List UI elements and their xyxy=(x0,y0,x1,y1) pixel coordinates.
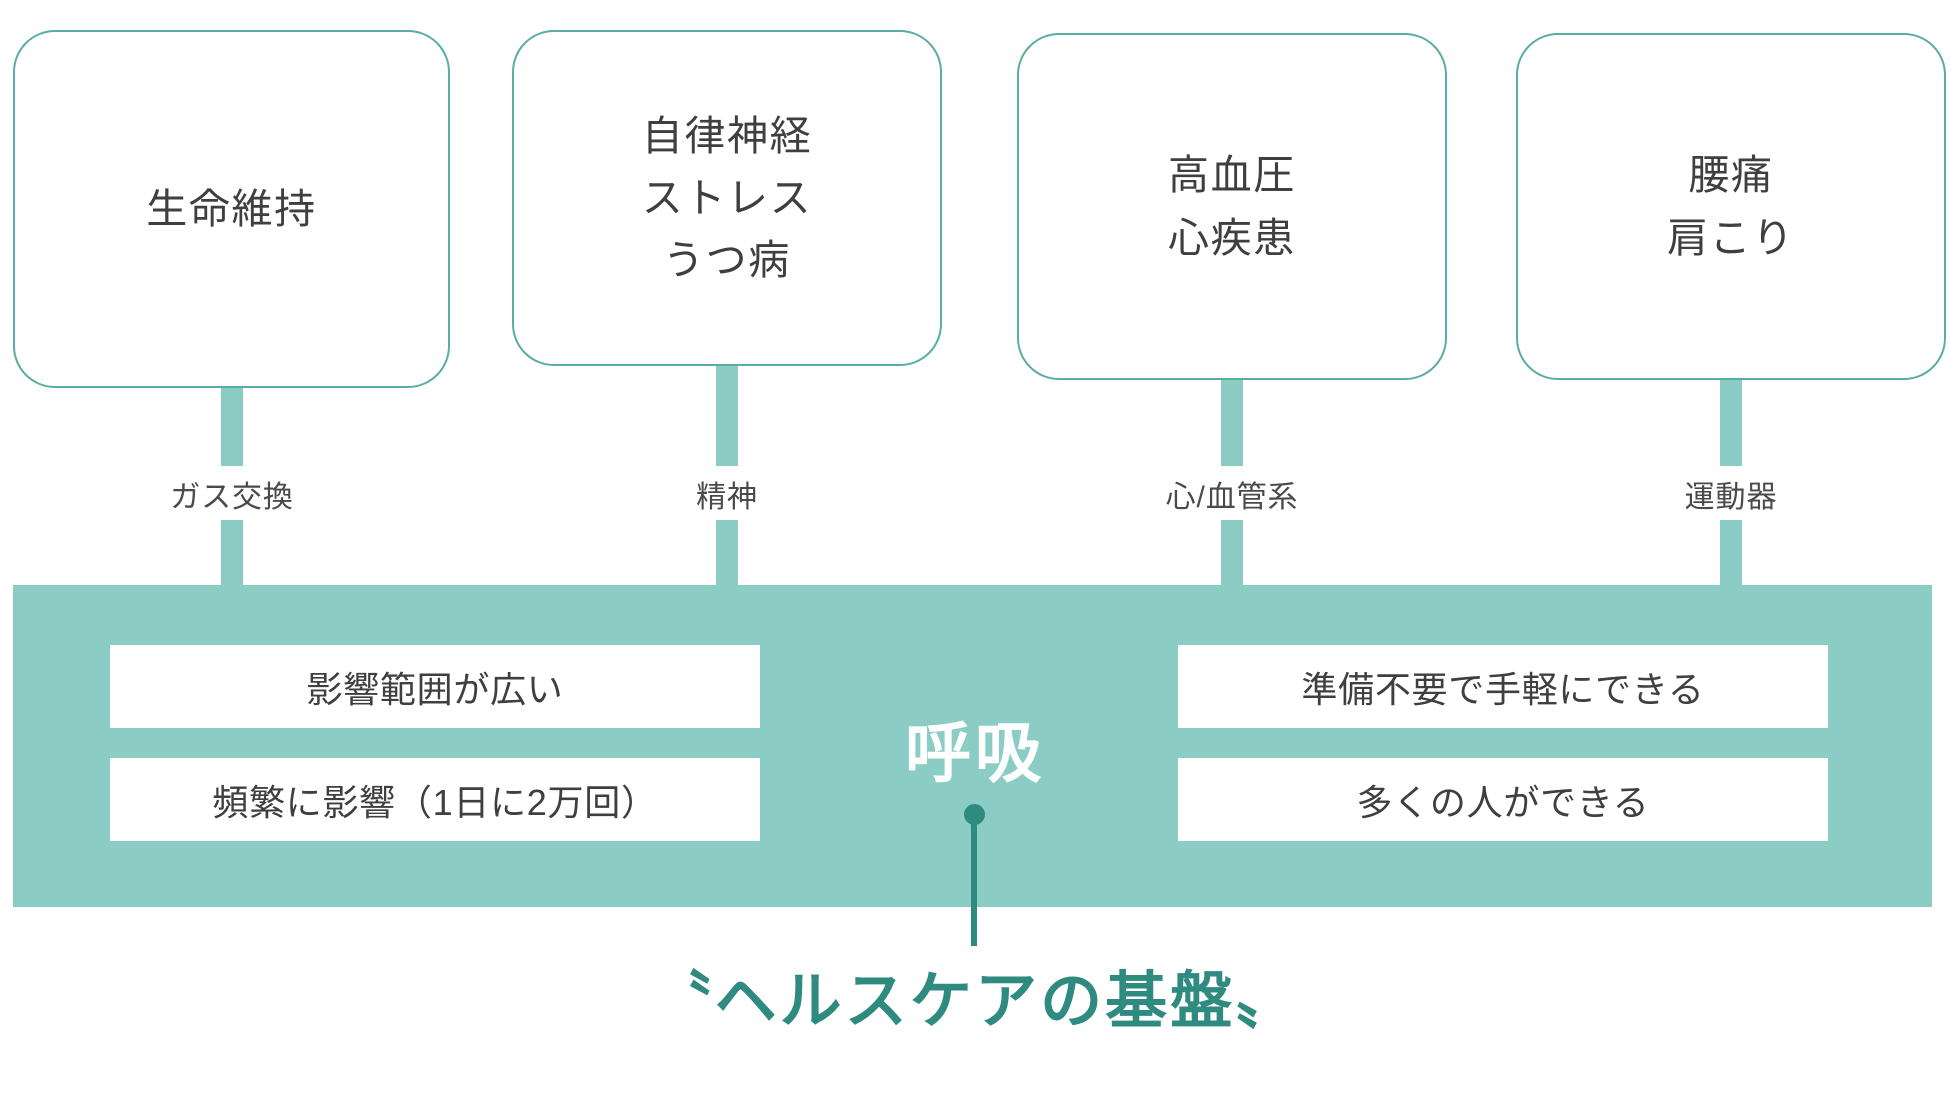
center-headline-breathing: 呼吸 xyxy=(905,716,1045,790)
top-box-line: 心疾患 xyxy=(1168,214,1296,261)
stem-label-locomotor: 運動器 xyxy=(1670,468,1792,520)
top-box-line: 肩こり xyxy=(1667,214,1795,261)
stem-label-cardiovascular: 心/血管系 xyxy=(1151,468,1313,520)
band-chip-label: 多くの人ができる xyxy=(1356,781,1650,823)
band-chip-right-1[interactable]: 準備不要で手軽にできる xyxy=(1178,645,1828,728)
stem-lower-autonomic-mental xyxy=(716,512,738,590)
top-box-life-support[interactable]: 生命維持 xyxy=(13,30,450,388)
bottom-caption-healthcare-foundation: 〝ヘルスケアの基盤〟 xyxy=(649,967,1301,1036)
top-box-line: 高血圧 xyxy=(1168,152,1296,199)
stem-upper-autonomic-mental xyxy=(716,364,738,466)
stem-label-mental: 精神 xyxy=(682,468,772,520)
top-box-line: 自律神経 xyxy=(641,112,813,159)
band-chip-left-2[interactable]: 頻繁に影響（1日に2万回） xyxy=(110,758,760,841)
top-box-autonomic-mental[interactable]: 自律神経 ストレス うつ病 xyxy=(512,30,942,366)
band-chip-label: 影響範囲が広い xyxy=(306,668,564,710)
stem-upper-life-support xyxy=(221,386,243,466)
pointer-dot xyxy=(964,804,985,825)
top-box-line: 生命維持 xyxy=(146,185,317,232)
pointer-line xyxy=(971,814,977,946)
stem-upper-cardiovascular xyxy=(1221,378,1243,466)
top-box-line: 腰痛 xyxy=(1688,152,1774,199)
stem-lower-cardiovascular xyxy=(1221,512,1243,590)
top-box-musculoskeletal[interactable]: 腰痛 肩こり xyxy=(1516,33,1946,380)
top-box-line: うつ病 xyxy=(663,237,791,284)
band-chip-right-2[interactable]: 多くの人ができる xyxy=(1178,758,1828,841)
band-chip-label: 頻繁に影響（1日に2万回） xyxy=(212,781,658,823)
stem-label-gas-exchange: ガス交換 xyxy=(156,468,308,520)
band-chip-label: 準備不要で手軽にできる xyxy=(1301,668,1705,710)
stem-lower-life-support xyxy=(221,512,243,590)
top-box-line: ストレス xyxy=(641,174,813,221)
stem-upper-musculoskeletal xyxy=(1720,378,1742,466)
stem-lower-musculoskeletal xyxy=(1720,512,1742,590)
band-chip-left-1[interactable]: 影響範囲が広い xyxy=(110,645,760,728)
top-box-cardiovascular[interactable]: 高血圧 心疾患 xyxy=(1017,33,1447,380)
